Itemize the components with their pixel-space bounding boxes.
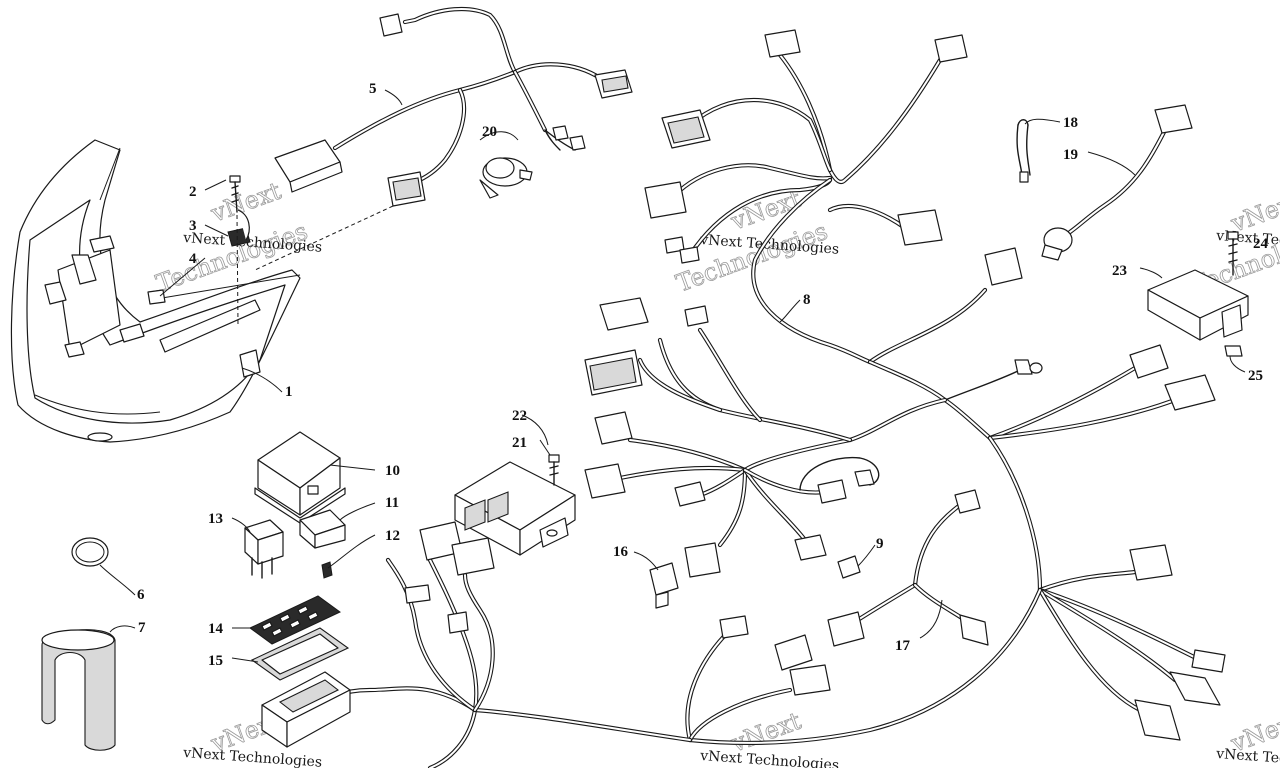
callout-15: 15 — [208, 653, 223, 669]
callout-2: 2 — [189, 184, 197, 200]
speed-sensor — [1041, 104, 1193, 261]
callout-16: 16 — [613, 544, 629, 560]
callout-24: 24 — [1253, 236, 1269, 252]
callout-9: 9 — [876, 536, 884, 552]
callout-20: 20 — [482, 124, 497, 140]
sensor-connector — [649, 562, 679, 609]
callout-21: 21 — [512, 435, 527, 451]
horn — [479, 157, 533, 199]
screw — [229, 175, 241, 213]
fuse-box-seal — [250, 627, 350, 681]
callout-labels: 1 2 3 4 5 6 7 8 9 10 11 12 13 14 15 16 1… — [137, 81, 1269, 669]
callout-17: 17 — [895, 638, 911, 654]
callout-14: 14 — [208, 621, 224, 637]
ecu-module — [454, 461, 576, 556]
module-bolt — [1227, 231, 1239, 276]
watermark-caption: vNext Technologies — [182, 745, 323, 768]
watermark-caption: vNext Technologies — [699, 748, 840, 768]
callout-19: 19 — [1063, 147, 1078, 163]
callout-5: 5 — [369, 81, 377, 97]
watermark-bottom-right: vNext vNext Technologies — [1215, 706, 1280, 768]
ecu-bolt — [548, 454, 560, 486]
callout-10: 10 — [385, 463, 400, 479]
mini-fuse — [321, 561, 333, 579]
callout-12: 12 — [385, 528, 400, 544]
callout-25: 25 — [1248, 368, 1263, 384]
callout-3: 3 — [189, 218, 197, 234]
fuse-box-cover — [254, 431, 346, 524]
module-nut — [1224, 345, 1243, 357]
headlight-harness — [332, 6, 603, 185]
fuse-box-base — [261, 671, 351, 748]
bracket — [147, 289, 166, 305]
watermark-caption: vNext Technologies — [1215, 746, 1280, 768]
callout-7: 7 — [138, 620, 146, 636]
fuse-label — [249, 595, 341, 645]
connector-plug — [837, 555, 861, 579]
cable-clamp — [71, 537, 109, 567]
harness-connector — [274, 13, 633, 207]
callout-13: 13 — [208, 511, 223, 527]
callout-6: 6 — [137, 587, 145, 603]
callout-23: 23 — [1112, 263, 1127, 279]
callout-18: 18 — [1063, 115, 1078, 131]
callout-11: 11 — [385, 495, 399, 511]
callout-8: 8 — [803, 292, 811, 308]
mounting-clip — [227, 209, 251, 247]
callout-22: 22 — [512, 408, 527, 424]
main-harness-connectors — [404, 29, 1226, 741]
leader-lines — [99, 89, 1246, 663]
cable-tie — [1016, 119, 1031, 183]
sub-harness — [827, 489, 989, 647]
control-module — [1147, 269, 1249, 341]
headlight-assembly — [10, 139, 301, 443]
relay — [244, 519, 284, 579]
callout-4: 4 — [189, 251, 197, 267]
callout-1: 1 — [285, 384, 293, 400]
small-relay — [299, 509, 346, 549]
protective-sleeve — [41, 629, 116, 751]
